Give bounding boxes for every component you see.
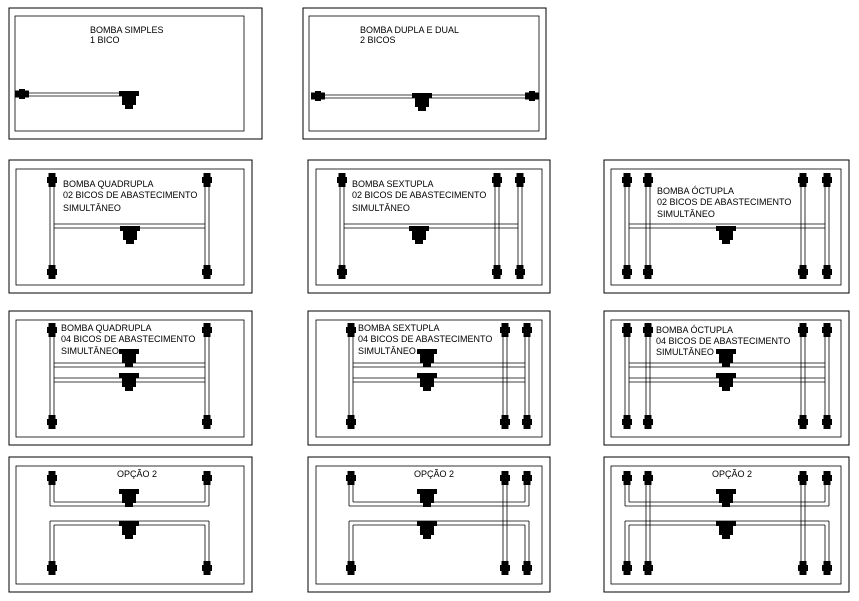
panel-quadrupla-02: BOMBA QUADRUPLA 02 BICOS DE ABASTECIMENT… [8, 159, 253, 294]
panel-label: SIMULTÂNEO [656, 347, 714, 357]
panel-label: BOMBA SEXTUPLA [352, 179, 434, 189]
panel-opcao2-sextupla: OPÇÃO 2 [307, 456, 551, 593]
panel-quadrupla-04: BOMBA QUADRUPLA 04 BICOS DE ABASTECIMENT… [8, 310, 253, 446]
panel-label: BOMBA ÓCTUPLA [656, 325, 733, 335]
panel-label: 02 BICOS DE ABASTECIMENTO [657, 197, 791, 207]
panel-label: OPÇÃO 2 [117, 469, 157, 479]
panel-label: OPÇÃO 2 [414, 469, 454, 479]
panel-label: BOMBA DUPLA E DUAL [360, 25, 459, 35]
panel-label: 04 BICOS DE ABASTECIMENTO [358, 334, 492, 344]
panel-bomba-simples: BOMBA SIMPLES 1 BICO [8, 7, 263, 140]
panel-label: BOMBA ÓCTUPLA [657, 186, 734, 196]
panel-label: BOMBA QUADRUPLA [61, 323, 152, 333]
panel-label: BOMBA QUADRUPLA [63, 179, 154, 189]
panel-label: 02 BICOS DE ABASTECIMENTO [352, 190, 486, 200]
panel-label: SIMULTÂNEO [358, 346, 416, 356]
panel-label: 04 BICOS DE ABASTECIMENTO [61, 334, 195, 344]
panel-label: 04 BICOS DE ABASTECIMENTO [656, 336, 790, 346]
panel-label: OPÇÃO 2 [712, 469, 752, 479]
panel-bomba-dupla: BOMBA DUPLA E DUAL 2 BICOS [302, 7, 547, 140]
panel-octupla-04: BOMBA ÓCTUPLA 04 BICOS DE ABASTECIMENTO … [603, 310, 850, 446]
panel-label: SIMULTÂNEO [352, 203, 410, 213]
panel-opcao2-octupla: OPÇÃO 2 [603, 456, 850, 593]
panel-label: SIMULTÂNEO [63, 203, 121, 213]
panel-opcao2-quadrupla: OPÇÃO 2 [8, 456, 253, 593]
panel-label: 1 BICO [90, 35, 120, 45]
panel-label: BOMBA SIMPLES [90, 25, 164, 35]
panel-label: BOMBA SEXTUPLA [358, 323, 440, 333]
panel-label: SIMULTÂNEO [657, 209, 715, 219]
panel-label: SIMULTÂNEO [61, 346, 119, 356]
panel-sextupla-02: BOMBA SEXTUPLA 02 BICOS DE ABASTECIMENTO… [307, 159, 551, 294]
panel-sextupla-04: BOMBA SEXTUPLA 04 BICOS DE ABASTECIMENTO… [307, 310, 551, 446]
panel-octupla-02: BOMBA ÓCTUPLA 02 BICOS DE ABASTECIMENTO … [603, 159, 850, 294]
panel-label: 02 BICOS DE ABASTECIMENTO [63, 190, 197, 200]
panel-label: 2 BICOS [360, 35, 396, 45]
